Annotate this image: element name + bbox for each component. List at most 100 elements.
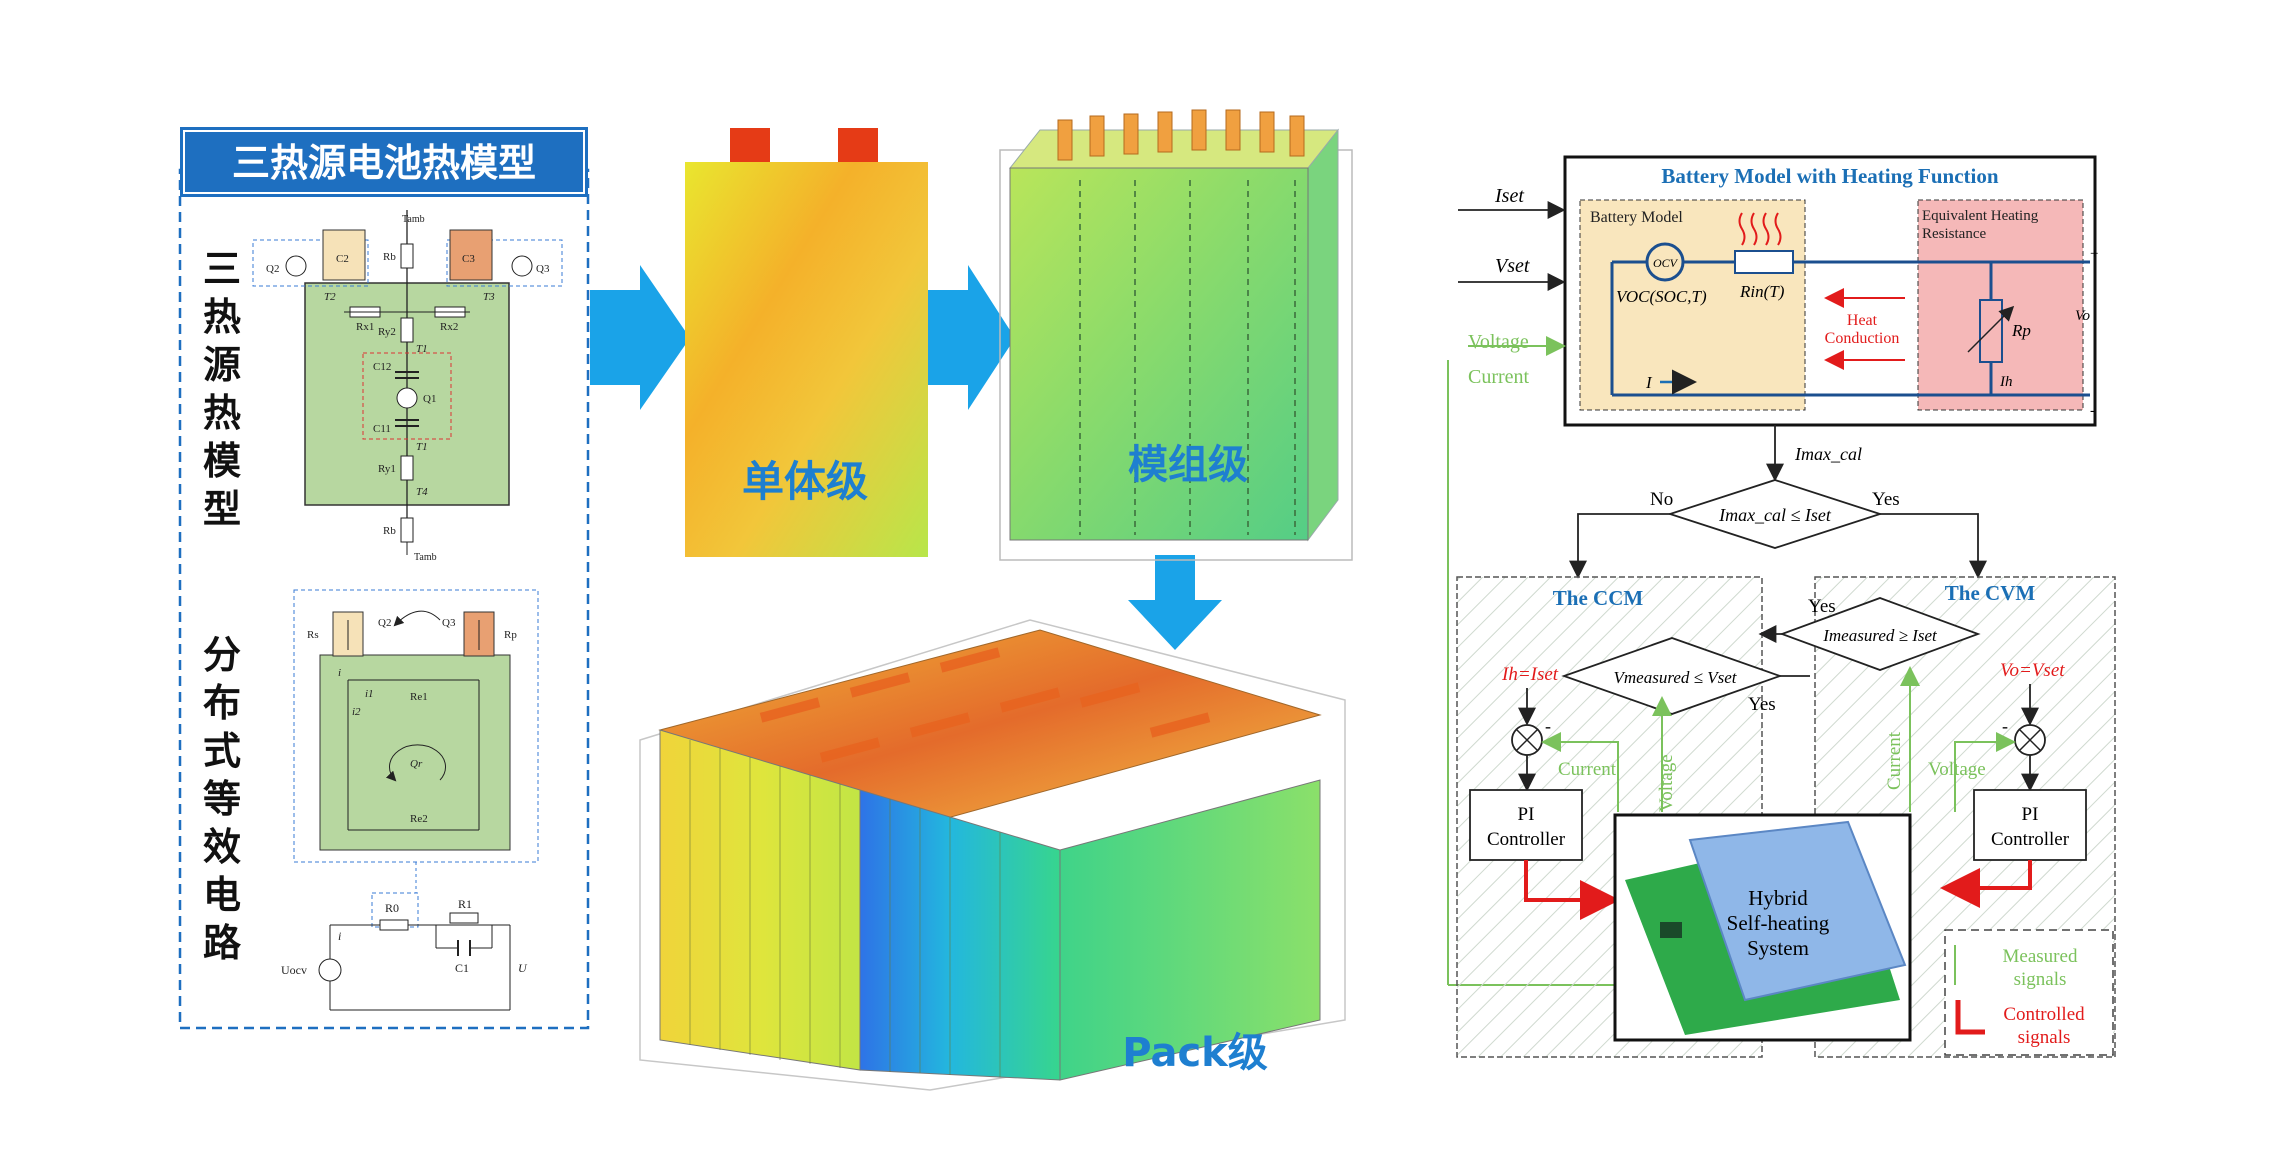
rb-top-resistor bbox=[400, 243, 414, 269]
section1-char: 源 bbox=[203, 343, 241, 387]
module-tabs bbox=[1057, 109, 1305, 161]
rb-bottom-resistor bbox=[400, 517, 414, 543]
right-panel: Battery Model with Heating Function Batt… bbox=[1447, 155, 2116, 1058]
cvm-setpoint: Vo=Vset bbox=[2000, 660, 2065, 681]
pack-level-label: Pack级 bbox=[1122, 1030, 1268, 1076]
voltage-feedback: Voltage bbox=[1468, 331, 1529, 353]
arrow-to-module bbox=[925, 265, 1015, 410]
ccm-decision-yes: Yes bbox=[1748, 694, 1776, 715]
c1-t1b: T1 bbox=[416, 441, 428, 453]
middle-panel: 单体级 模组级 bbox=[590, 109, 1353, 1091]
ry1-resistor bbox=[400, 455, 414, 481]
c3-i: i bbox=[338, 929, 341, 943]
ih-label: Ih bbox=[1999, 374, 2013, 390]
rp-label: Rp bbox=[2011, 321, 2031, 340]
c1-tamb-bot: Tamb bbox=[414, 552, 437, 563]
legend-measured-1: Measured bbox=[2003, 946, 2078, 967]
c3-c1: C1 bbox=[455, 961, 469, 975]
main-decision-label: Imax_cal ≤ Iset bbox=[1718, 505, 1832, 525]
section1-vertical-label: 三 热 源 热 模 型 bbox=[203, 247, 241, 531]
cvm-current-label: Current bbox=[1884, 731, 1905, 790]
r0-dash bbox=[371, 892, 419, 928]
rin-resistor bbox=[1734, 250, 1794, 274]
rin-label: Rin(T) bbox=[1739, 282, 1785, 301]
hybrid-battery-pack bbox=[1688, 820, 1907, 1002]
q3-source-icon bbox=[511, 255, 533, 277]
c2-q2: Q2 bbox=[378, 617, 391, 629]
c1-t2: T2 bbox=[324, 291, 336, 303]
section2-char: 电 bbox=[203, 873, 241, 917]
ccm-decision-label: Vmeasured ≤ Vset bbox=[1614, 668, 1738, 687]
left-panel-frame bbox=[178, 168, 590, 1030]
section2-char: 等 bbox=[203, 777, 241, 821]
heat-conduction-arrows-icon bbox=[1824, 288, 1905, 370]
iset-input: Iset bbox=[1494, 185, 1524, 207]
c1-rx1: Rx1 bbox=[356, 321, 374, 333]
right-tab-block bbox=[449, 229, 493, 281]
current-feedback: Current bbox=[1468, 366, 1530, 388]
main-decision bbox=[1667, 479, 1883, 549]
c2-i2: i2 bbox=[352, 706, 361, 718]
cvm-sum-minus: - bbox=[2002, 716, 2008, 736]
single-cell: 单体级 bbox=[685, 128, 928, 557]
cell-body bbox=[685, 162, 928, 557]
section1-char: 型 bbox=[203, 487, 241, 531]
pi-left-line1: PI bbox=[1518, 804, 1535, 825]
section2-char: 路 bbox=[203, 921, 242, 965]
section1-char: 热 bbox=[203, 295, 241, 339]
section1-char: 三 bbox=[203, 247, 241, 291]
ry2-resistor bbox=[400, 317, 414, 343]
c1-t3: T3 bbox=[483, 291, 495, 303]
voc-label: VOC(SOC,T) bbox=[1616, 287, 1707, 306]
c1-q2: Q2 bbox=[266, 263, 279, 275]
c1-rb-bot: Rb bbox=[383, 525, 396, 537]
section2-char: 效 bbox=[203, 825, 241, 869]
c1-c2: C2 bbox=[336, 253, 349, 265]
equiv-heating-1: Equivalent Heating bbox=[1922, 208, 2039, 224]
c1-ry2: Ry2 bbox=[378, 326, 396, 338]
c3-u: U bbox=[518, 961, 528, 975]
cell-tab-left bbox=[730, 128, 770, 164]
pi-controller-left bbox=[1469, 789, 1583, 861]
c1-q3: Q3 bbox=[536, 263, 550, 275]
section2-char: 分 bbox=[203, 633, 241, 677]
c2-rp: Rp bbox=[504, 629, 517, 641]
circuit2-body bbox=[319, 654, 511, 851]
q2-source-icon bbox=[285, 255, 307, 277]
c1-q1: Q1 bbox=[423, 393, 436, 405]
battery-model-sublabel: Battery Model bbox=[1590, 209, 1683, 226]
c1-c12: C12 bbox=[373, 361, 391, 373]
arrow-to-pack bbox=[1128, 555, 1222, 650]
uocv-source-icon bbox=[318, 958, 342, 982]
ocv-label: OCV bbox=[1653, 256, 1679, 270]
rc-circuit: R0 R1 C1 i Uocv U bbox=[281, 862, 528, 1011]
plus-label: + bbox=[2090, 246, 2098, 262]
vset-input: Vset bbox=[1495, 255, 1530, 277]
cvm-title: The CVM bbox=[1945, 581, 2036, 605]
no-label: No bbox=[1650, 489, 1673, 510]
c2-q3: Q3 bbox=[442, 617, 456, 629]
c1-rb-top: Rb bbox=[383, 251, 396, 263]
ccm-current-label: Current bbox=[1558, 759, 1617, 780]
section1-char: 模 bbox=[203, 439, 241, 483]
left-panel: 三热源电池热模型 三 热 源 热 模 型 分 布 式 等 效 电 路 bbox=[178, 127, 590, 1030]
pack-top-tabs bbox=[759, 647, 1211, 763]
hybrid-line3: System bbox=[1747, 936, 1809, 960]
r0-resistor bbox=[379, 919, 409, 931]
q1-dash bbox=[362, 352, 452, 440]
q1-source-icon bbox=[396, 387, 418, 409]
equiv-heating-2: Resistance bbox=[1922, 226, 1986, 242]
ocv-source-icon bbox=[1645, 242, 1685, 282]
battery-pack: Pack级 bbox=[639, 619, 1346, 1091]
heat-label: Heat bbox=[1847, 312, 1878, 329]
ccm-setpoint: Ih=Iset bbox=[1501, 664, 1559, 685]
c1-rx2: Rx2 bbox=[440, 321, 458, 333]
ccm-decision bbox=[1561, 637, 1783, 715]
arrow-to-cell bbox=[590, 265, 690, 410]
yes-label: Yes bbox=[1872, 489, 1900, 510]
c1-tamb-top: Tamb bbox=[402, 214, 425, 225]
left-title-banner bbox=[180, 127, 588, 197]
rp-resistor bbox=[1979, 299, 2003, 363]
pack-outline bbox=[639, 619, 1346, 1091]
